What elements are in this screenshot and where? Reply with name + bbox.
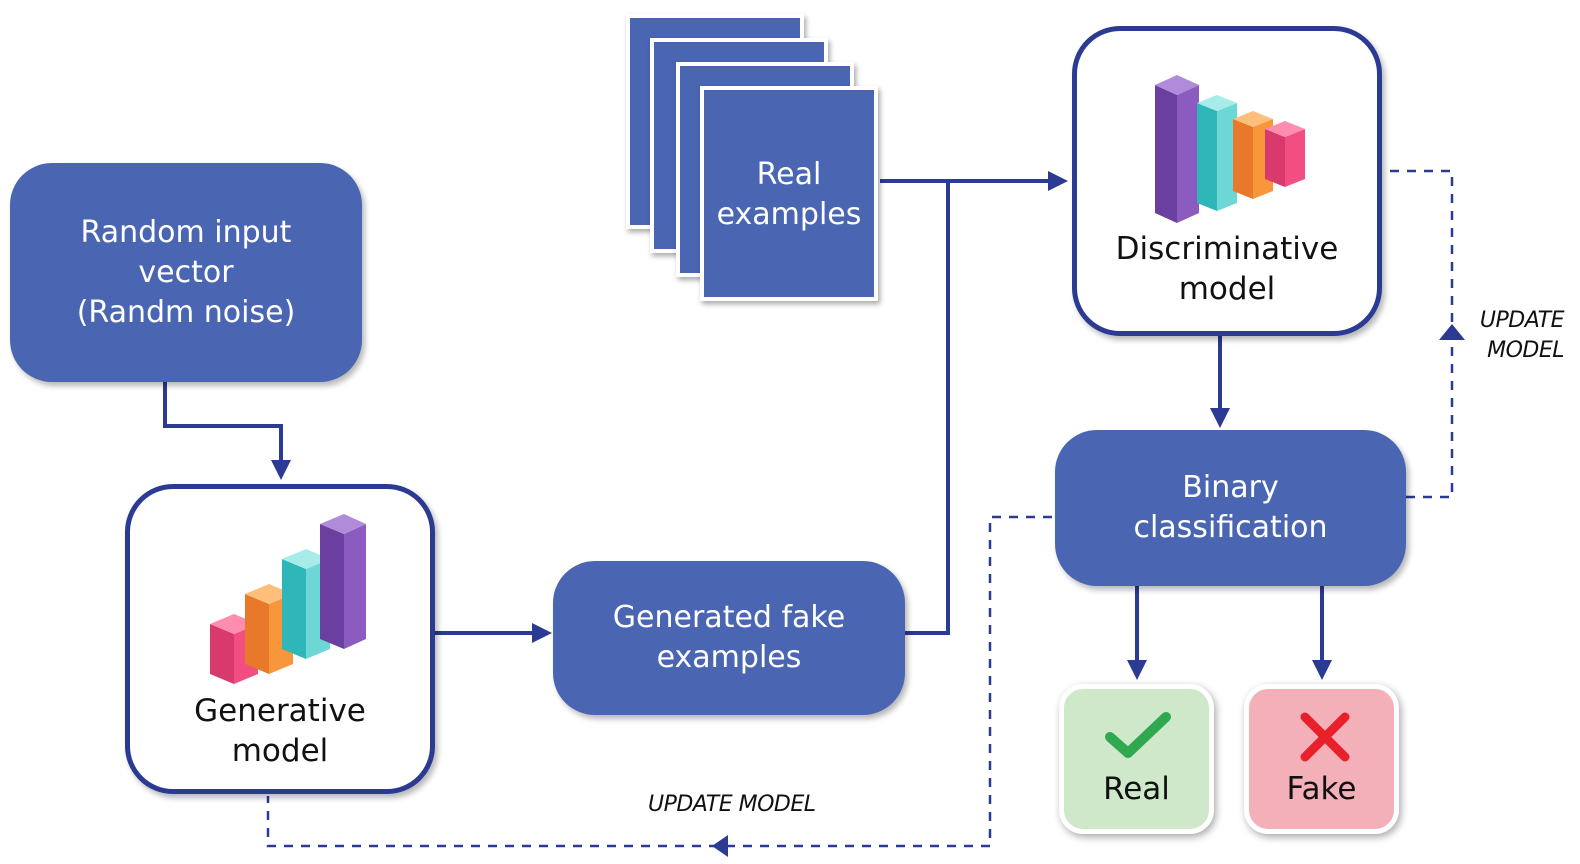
update-line-1: UPDATE	[1479, 308, 1565, 333]
generative-line-2: model	[231, 733, 329, 769]
random-input-node: Random input vector (Randm noise)	[10, 163, 362, 382]
random-input-line-1: Random input	[80, 214, 292, 250]
real-examples-line-2: examples	[716, 197, 862, 232]
discriminative-line-1: Discriminative	[1115, 231, 1339, 267]
stack-sheet-4	[700, 86, 878, 301]
feedback-arrowhead-generator	[712, 835, 728, 857]
binary-classification-node: Binary classification	[1055, 430, 1406, 586]
binary-line-2: classification	[1133, 510, 1328, 545]
real-result-label: Real	[1103, 771, 1170, 807]
update-model-discriminator-label: UPDATE MODEL	[1478, 306, 1565, 366]
descending-3d-bars-icon	[1155, 75, 1305, 223]
generative-line-1: Generative	[194, 693, 366, 729]
binary-line-1: Binary	[1182, 470, 1279, 505]
real-examples-label: Real examples	[700, 90, 878, 300]
cross-icon	[1300, 712, 1350, 762]
update-line-2: MODEL	[1487, 338, 1564, 363]
random-input-line-2: vector	[138, 254, 234, 290]
feedback-arrowhead-discriminator	[1439, 324, 1465, 340]
checkmark-icon	[1105, 712, 1171, 758]
real-examples-line-1: Real	[756, 157, 822, 192]
feedback-to-generator	[266, 515, 1052, 848]
generative-model-node: Generative model	[125, 484, 435, 794]
fake-result-card: Fake	[1244, 684, 1399, 834]
fake-result-label: Fake	[1286, 771, 1357, 807]
discriminative-model-node: Discriminative model	[1072, 26, 1382, 336]
update-model-generator-label: UPDATE MODEL	[648, 792, 816, 817]
arrow-noise-to-generator	[163, 382, 291, 480]
generated-fake-examples-node: Generated fake examples	[553, 561, 905, 715]
arrow-fakes-to-junction	[905, 181, 950, 635]
discriminative-line-2: model	[1178, 271, 1276, 307]
ascending-3d-bars-icon	[210, 514, 366, 684]
real-result-card: Real	[1059, 684, 1214, 834]
random-input-line-3: (Randm noise)	[76, 294, 296, 330]
generated-fake-line-1: Generated fake	[612, 600, 846, 635]
generated-fake-line-2: examples	[656, 640, 802, 675]
